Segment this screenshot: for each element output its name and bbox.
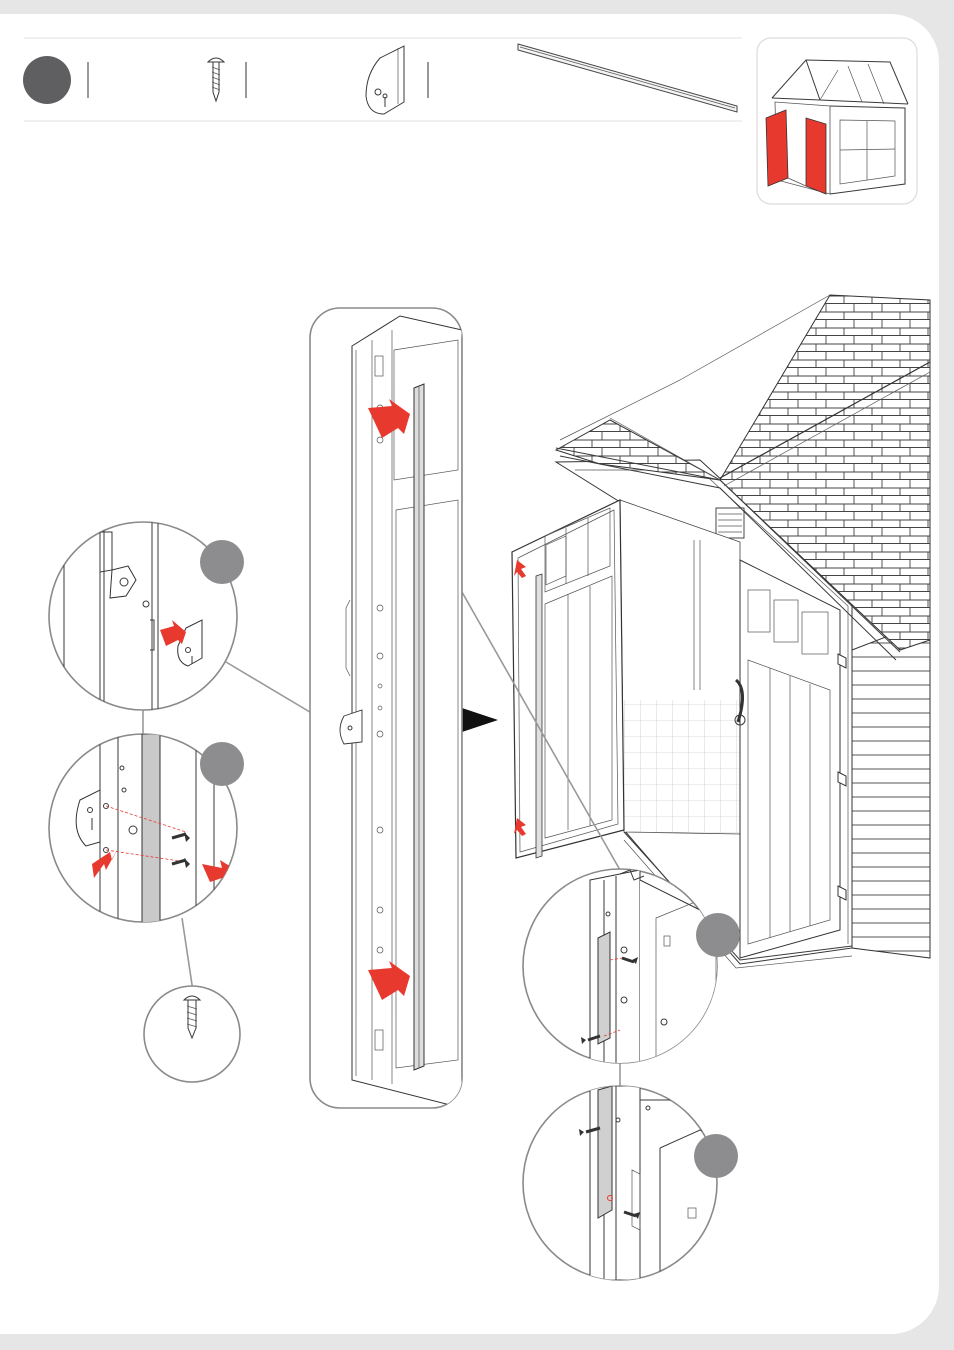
shed-illustration bbox=[512, 295, 930, 968]
direction-arrow bbox=[462, 708, 498, 732]
hinge-bracket-icon bbox=[366, 46, 404, 114]
parts-header bbox=[23, 38, 917, 204]
metal-strip-icon bbox=[518, 44, 737, 112]
door-edge-detail-panel bbox=[310, 308, 462, 1108]
screw-detail bbox=[49, 734, 244, 924]
open-door bbox=[512, 500, 624, 858]
screw-icon bbox=[208, 58, 224, 101]
single-screw-detail bbox=[144, 986, 240, 1082]
strip-bottom-detail bbox=[523, 1086, 738, 1280]
step-number-badge bbox=[23, 56, 71, 104]
callout-badge bbox=[696, 913, 740, 957]
callout-badge bbox=[200, 540, 244, 584]
callout-badge bbox=[200, 742, 244, 786]
shed-thumbnail-icon bbox=[757, 38, 917, 204]
callout-badge bbox=[694, 1134, 738, 1178]
hinge-detail bbox=[49, 520, 244, 720]
